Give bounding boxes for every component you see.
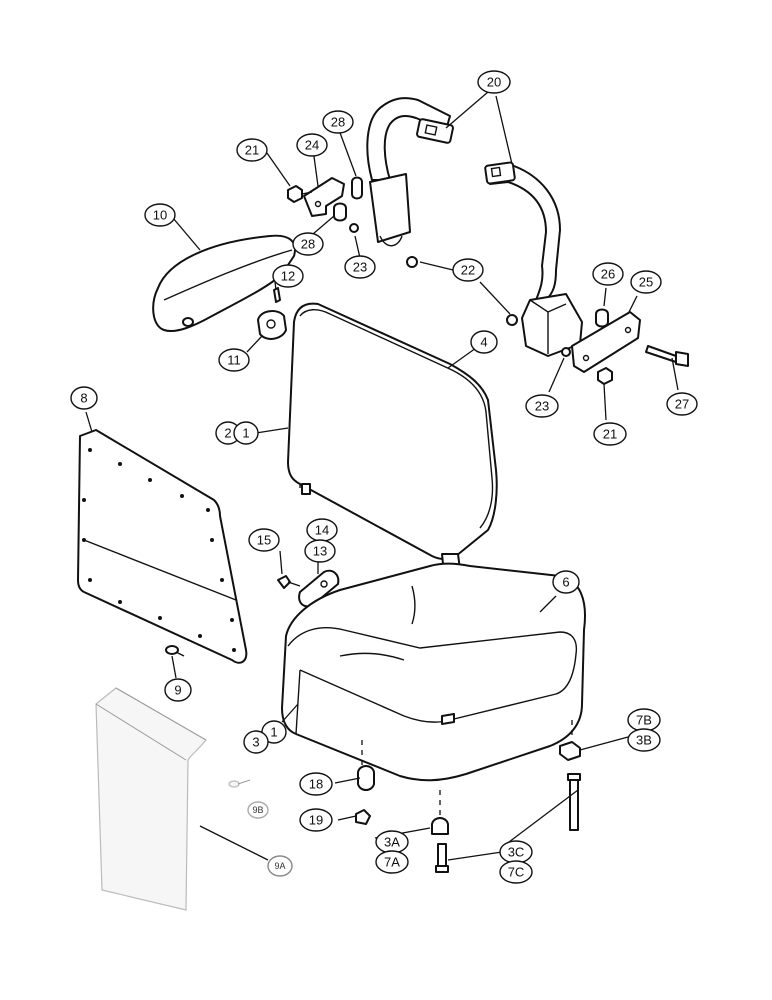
bolt-27 [645, 345, 689, 367]
seat-belt-assembly [366, 97, 583, 357]
svg-text:3: 3 [252, 735, 259, 750]
callout-14-13: 14 13 [304, 518, 338, 563]
svg-text:28: 28 [331, 115, 345, 130]
nut-22-upper [406, 256, 418, 268]
svg-text:9B: 9B [252, 805, 263, 815]
svg-text:21: 21 [603, 427, 617, 442]
callout-28-lower: 28 [292, 232, 324, 256]
svg-text:21: 21 [245, 143, 259, 158]
svg-text:4: 4 [480, 335, 487, 350]
callout-26: 26 [592, 262, 624, 286]
pin-12 [273, 287, 281, 303]
svg-text:3A: 3A [384, 835, 400, 850]
callout-15: 15 [248, 528, 280, 552]
svg-text:11: 11 [227, 353, 241, 368]
nut-3A-7A [431, 817, 449, 835]
armrest-pivot-11 [257, 310, 287, 340]
nut-23-upper [349, 223, 359, 233]
back-panel-8 [77, 429, 248, 664]
callout-10: 10 [144, 203, 176, 227]
spacer-28-upper [351, 176, 363, 200]
callout-27: 27 [666, 392, 698, 416]
callout-7B-3B: 7B 3B [627, 708, 661, 752]
callout-21-lower: 21 [593, 422, 627, 446]
svg-text:7C: 7C [508, 865, 525, 880]
clip-18 [357, 765, 375, 791]
svg-text:23: 23 [353, 260, 367, 275]
bolt-21-upper [287, 185, 313, 203]
svg-text:23: 23 [535, 399, 549, 414]
screw-9B [228, 779, 251, 788]
armrest-10 [152, 234, 296, 332]
screw-15 [277, 575, 301, 589]
svg-text:9A: 9A [274, 861, 285, 871]
svg-text:7B: 7B [636, 713, 652, 728]
svg-text:8: 8 [80, 391, 87, 406]
callout-9: 9 [164, 678, 192, 702]
svg-text:1: 1 [270, 725, 277, 740]
callout-3-1: 1 3 [243, 720, 287, 754]
svg-text:28: 28 [301, 237, 315, 252]
screw-9 [165, 645, 185, 657]
callout-18: 18 [299, 772, 333, 796]
callout-6: 6 [552, 570, 580, 594]
callout-4: 4 [470, 330, 498, 354]
svg-text:26: 26 [601, 267, 615, 282]
svg-text:24: 24 [305, 138, 319, 153]
callout-11: 11 [218, 348, 250, 372]
callout-3A-7A: 3A 7A [375, 830, 409, 874]
svg-text:7A: 7A [384, 855, 400, 870]
svg-text:9: 9 [174, 683, 181, 698]
nut-19 [355, 809, 371, 825]
bolt-3C-7C-left [435, 843, 449, 873]
callout-2-1: 2 1 [215, 421, 259, 445]
svg-text:13: 13 [313, 544, 327, 559]
callout-23-lower: 23 [525, 394, 559, 418]
callout-25: 25 [630, 270, 662, 294]
svg-text:27: 27 [675, 397, 689, 412]
callout-12: 12 [272, 264, 304, 288]
pad-13-14 [298, 569, 340, 608]
callout-9B: 9B [247, 801, 269, 819]
svg-text:15: 15 [257, 533, 271, 548]
nut-22-lower [506, 314, 518, 326]
svg-text:20: 20 [487, 75, 501, 90]
nut-3B-7B [559, 741, 581, 761]
svg-text:18: 18 [309, 777, 323, 792]
bolt-3C-7C-right [567, 773, 581, 831]
callout-8: 8 [70, 386, 98, 410]
callout-23-upper: 23 [344, 255, 376, 279]
nut-23-lower [561, 347, 571, 357]
svg-text:25: 25 [639, 275, 653, 290]
seat-cover-9A [95, 687, 207, 911]
callout-9A: 9A [267, 855, 293, 877]
svg-text:22: 22 [461, 263, 475, 278]
svg-text:3B: 3B [636, 733, 652, 748]
svg-text:12: 12 [281, 269, 295, 284]
callout-19: 19 [299, 808, 333, 832]
belt-bracket-24 [303, 177, 345, 217]
svg-text:19: 19 [309, 813, 323, 828]
bolt-21-lower [597, 367, 613, 385]
callout-3C-7C: 3C 7C [499, 840, 533, 884]
svg-text:14: 14 [315, 523, 329, 538]
svg-text:6: 6 [562, 575, 569, 590]
seat-cushion-6 [281, 562, 586, 782]
callout-21-upper: 21 [236, 138, 268, 162]
callout-24: 24 [296, 133, 328, 157]
spacer-26 [595, 308, 609, 328]
svg-text:1: 1 [242, 426, 249, 441]
svg-text:3C: 3C [508, 845, 525, 860]
svg-text:10: 10 [153, 208, 167, 223]
svg-text:2: 2 [224, 426, 231, 441]
callout-20: 20 [477, 70, 511, 94]
spacer-28-lower [333, 202, 347, 222]
callout-28-upper: 28 [322, 110, 354, 134]
callout-22: 22 [452, 258, 484, 282]
